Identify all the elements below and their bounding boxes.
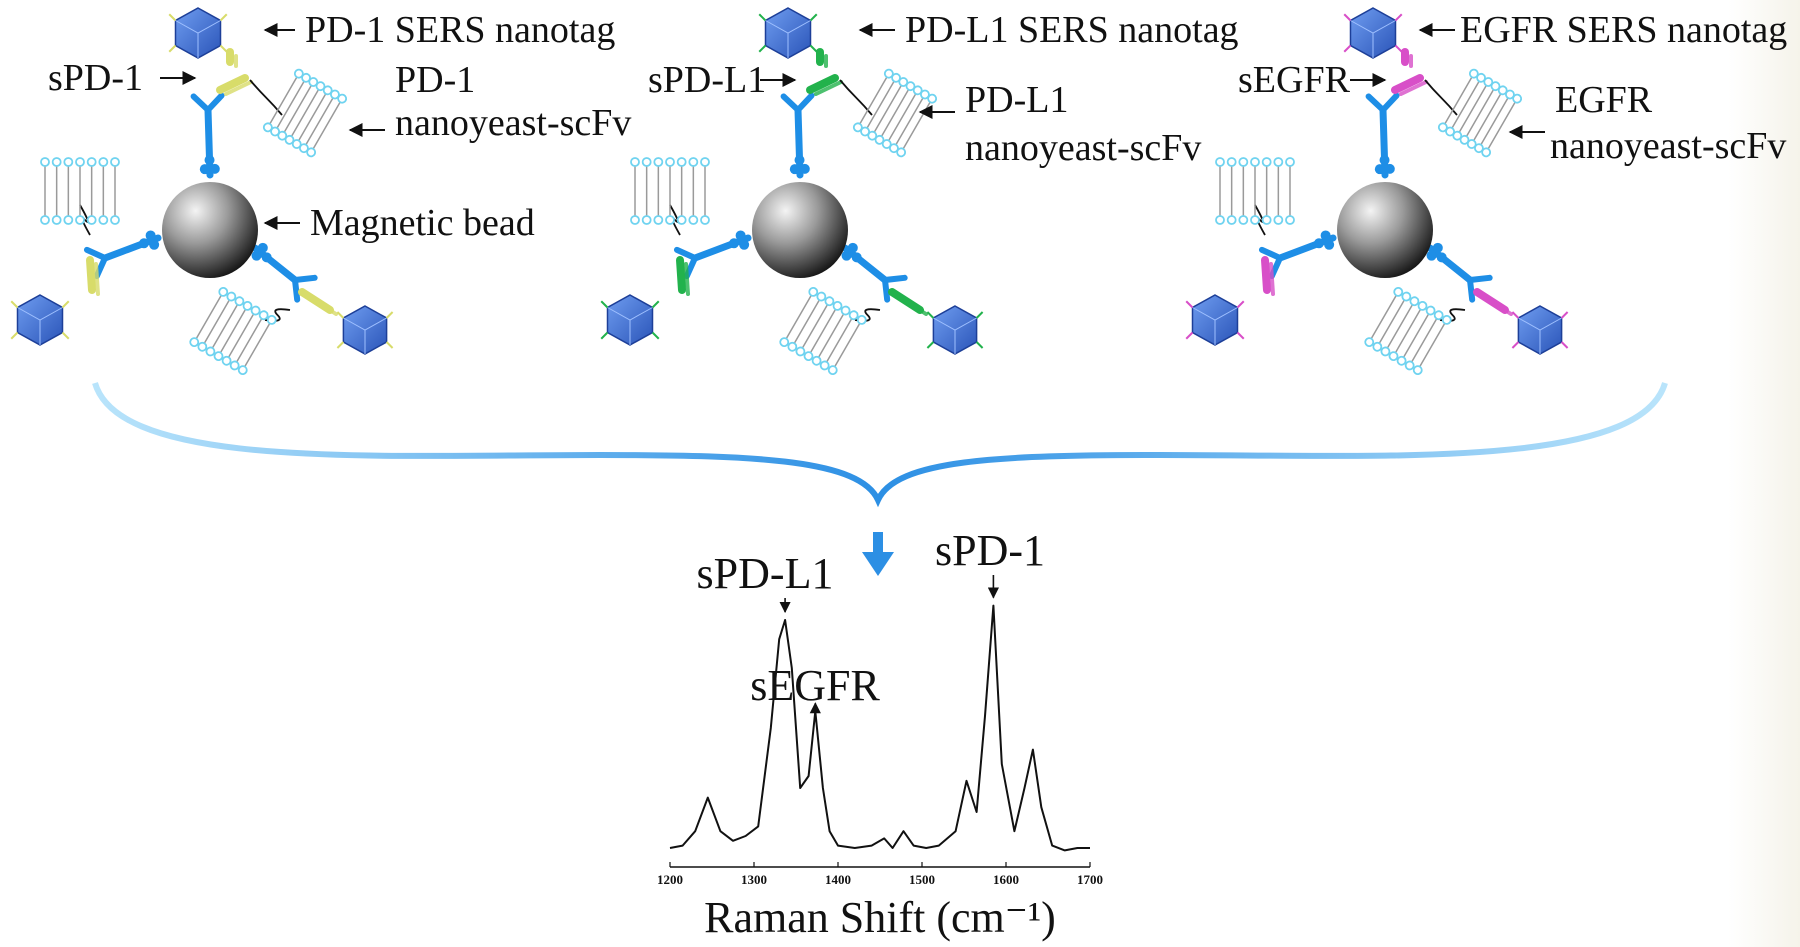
nanoyeast-label-line2: nanoyeast-scFv [965,127,1201,169]
nanoyeast-membrane [779,286,867,376]
nanoyeast-label-line2: nanoyeast-scFv [395,102,631,144]
sers-nanotag-icon [926,305,984,355]
antibody-icon [780,92,815,179]
magnetic-bead [1337,182,1433,278]
soluble-protein-icon [86,256,100,296]
soluble-protein-icon [226,48,238,68]
panel-pd1: PD-1 SERS nanotag sPD-1 PD-1nanoyeast-scFv… [10,7,631,376]
antibody-icon [1426,242,1493,303]
down-arrow-icon [862,532,894,576]
sers-nanotag-icon [1343,7,1403,59]
bead-label: Magnetic bead [310,202,535,244]
soluble-protein-icon [1473,288,1513,316]
soluble-protein-icon [1391,74,1428,96]
linker [1254,204,1266,236]
antibody-icon [841,242,908,303]
soluble-protein-icon [1401,48,1413,68]
soluble-protein-icon [806,74,843,96]
nanoyeast-membrane [852,68,938,158]
x-tick-label: 1400 [825,872,851,887]
nanoyeast-label: PD-L1 [965,79,1068,121]
nanoyeast-membrane [1215,157,1295,225]
nanoyeast-label: PD-1 [395,59,475,101]
sers-nanotag-icon [600,294,660,346]
magnetic-bead [752,182,848,278]
soluble-protein-icon [298,288,338,316]
linker [79,204,91,236]
x-tick-label: 1200 [657,872,683,887]
soluble-protein-label: sEGFR [1238,59,1351,101]
x-tick-label: 1600 [993,872,1019,887]
soluble-protein-icon [1261,256,1275,296]
antibody-icon [1365,92,1400,179]
sers-nanotag-icon [168,7,228,59]
sers-nanotag-icon [336,305,394,355]
sers-nanotag-icon [1185,294,1245,346]
nanotag-label: EGFR SERS nanotag [1460,9,1787,51]
nanoyeast-label-line2: nanoyeast-scFv [1550,125,1786,167]
raman-spectrum-chart: 1200 1300 1400 1500 1600 1700 sPD-L1 sEGFR sPD-1… [657,526,1103,942]
antibody-icon [1258,230,1337,280]
summary-brace [92,382,1668,508]
soluble-protein-icon [216,74,253,96]
x-tick-label: 1300 [741,872,767,887]
nanoyeast-membrane [189,286,277,376]
nanoyeast-membrane [630,157,710,225]
sers-nanotag-icon [758,7,818,59]
nanoyeast-membrane [262,68,348,158]
nanoyeast-membrane [40,157,120,225]
x-axis-title: Raman Shift (cm⁻¹) [704,893,1056,942]
nanoyeast-membrane [1364,286,1452,376]
peak-label: sEGFR [750,661,880,710]
nanotag-label: PD-L1 SERS nanotag [905,9,1239,51]
antibody-icon [190,92,225,179]
nanoyeast-label: EGFR [1555,79,1653,121]
sers-nanotag-icon [1511,305,1569,355]
soluble-protein-icon [676,256,690,296]
linker [669,204,681,236]
sers-nanotag-icon [10,294,70,346]
peak-label: sPD-1 [935,526,1045,575]
soluble-protein-label: sPD-1 [48,57,143,99]
soluble-protein-label: sPD-L1 [648,59,766,101]
peak-label: sPD-L1 [697,549,834,598]
soluble-protein-icon [816,48,828,68]
soluble-protein-icon [888,288,928,316]
spectrum-line [669,604,1090,852]
antibody-icon [251,242,318,303]
magnetic-bead [162,182,258,278]
nanotag-label: PD-1 SERS nanotag [305,9,615,51]
nanoyeast-membrane [1437,68,1523,158]
panel-pdl1: PD-L1 SERS nanotag sPD-L1 PD-L1 nanoyeast-s… [600,7,1239,376]
x-tick-label: 1700 [1077,872,1103,887]
x-tick-label: 1500 [909,872,935,887]
